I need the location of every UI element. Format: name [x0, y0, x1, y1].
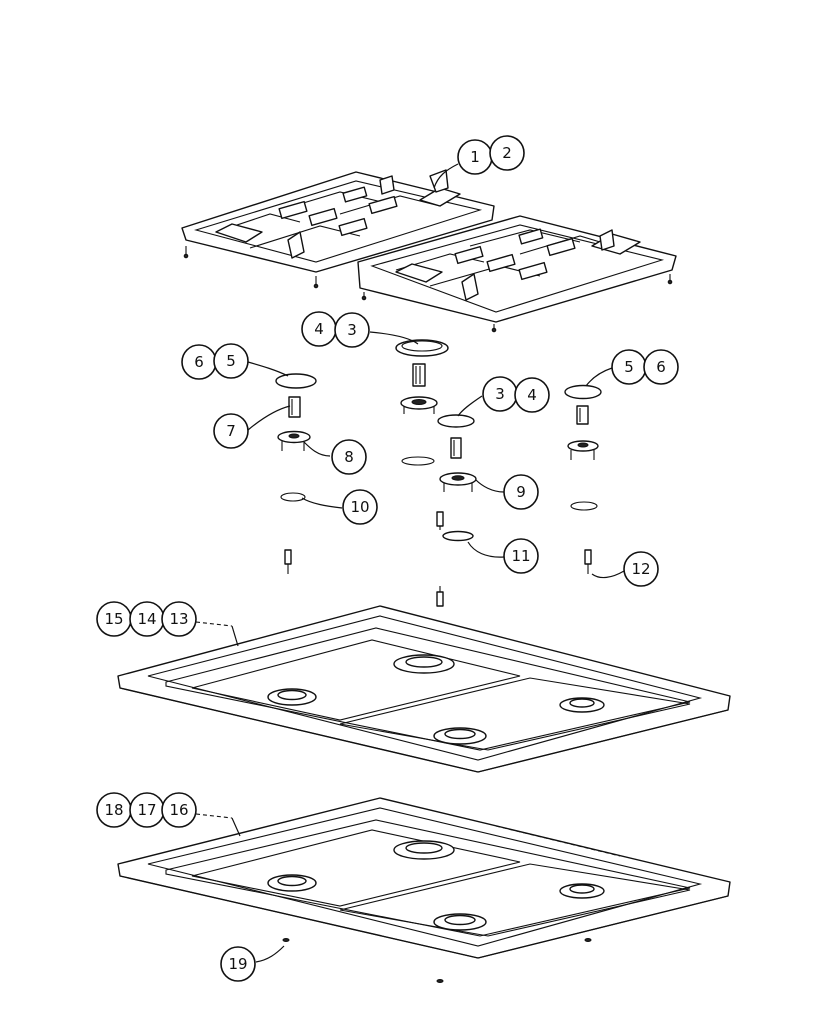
callout-11: 11 — [503, 538, 539, 574]
center-electrode — [436, 586, 444, 607]
callout-15: 15 — [96, 601, 132, 637]
svg-text:16: 16 — [169, 801, 188, 819]
burner-assembly-right — [564, 384, 602, 574]
callout-5a: 5 — [213, 343, 249, 379]
burner-assembly-center-small — [436, 414, 477, 542]
callout-4b: 4 — [514, 377, 550, 413]
svg-text:4: 4 — [527, 386, 537, 404]
svg-text:13: 13 — [169, 610, 188, 628]
callout-12: 12 — [623, 551, 659, 587]
callout-14: 14 — [129, 601, 165, 637]
burner-assembly-left — [275, 373, 317, 574]
callout-3a: 3 — [334, 312, 370, 348]
callout-5b: 5 — [611, 349, 647, 385]
svg-text:19: 19 — [228, 955, 247, 973]
svg-text:3: 3 — [495, 385, 505, 403]
callout-13: 13 — [161, 601, 197, 637]
callout-9: 9 — [503, 474, 539, 510]
svg-text:17: 17 — [137, 801, 156, 819]
callout-6b: 6 — [643, 349, 679, 385]
callout-3b: 3 — [482, 376, 518, 412]
svg-text:15: 15 — [104, 610, 123, 628]
svg-text:6: 6 — [656, 358, 666, 376]
callout-7: 7 — [213, 413, 249, 449]
callout-4a: 4 — [301, 311, 337, 347]
svg-text:9: 9 — [516, 483, 526, 501]
svg-text:18: 18 — [104, 801, 123, 819]
callout-19: 19 — [220, 946, 256, 982]
upper-cooktop — [117, 605, 731, 773]
callout-18: 18 — [96, 792, 132, 828]
right-grate — [357, 215, 677, 333]
callout-10: 10 — [342, 489, 378, 525]
svg-text:6: 6 — [194, 353, 204, 371]
burner-assembly-center-large — [395, 339, 449, 466]
callout-6a: 6 — [181, 344, 217, 380]
callout-2: 2 — [489, 135, 525, 171]
lower-cooktop — [117, 797, 731, 983]
callouts: 1 2 4 3 6 5 7 8 3 4 5 6 9 10 11 12 15 14… — [96, 135, 679, 982]
svg-text:3: 3 — [347, 321, 357, 339]
svg-text:2: 2 — [502, 144, 512, 162]
svg-text:10: 10 — [350, 498, 369, 516]
svg-text:12: 12 — [631, 560, 650, 578]
svg-text:4: 4 — [314, 320, 324, 338]
svg-text:5: 5 — [624, 358, 634, 376]
svg-text:11: 11 — [511, 547, 530, 565]
callout-16: 16 — [161, 792, 197, 828]
callout-17: 17 — [129, 792, 165, 828]
callout-8: 8 — [331, 439, 367, 475]
svg-text:5: 5 — [226, 352, 236, 370]
svg-text:8: 8 — [344, 448, 354, 466]
leader-lines — [195, 163, 625, 963]
callout-1: 1 — [457, 139, 493, 175]
svg-text:14: 14 — [137, 610, 156, 628]
left-grate — [181, 169, 495, 289]
svg-text:1: 1 — [470, 148, 480, 166]
svg-text:7: 7 — [226, 422, 236, 440]
